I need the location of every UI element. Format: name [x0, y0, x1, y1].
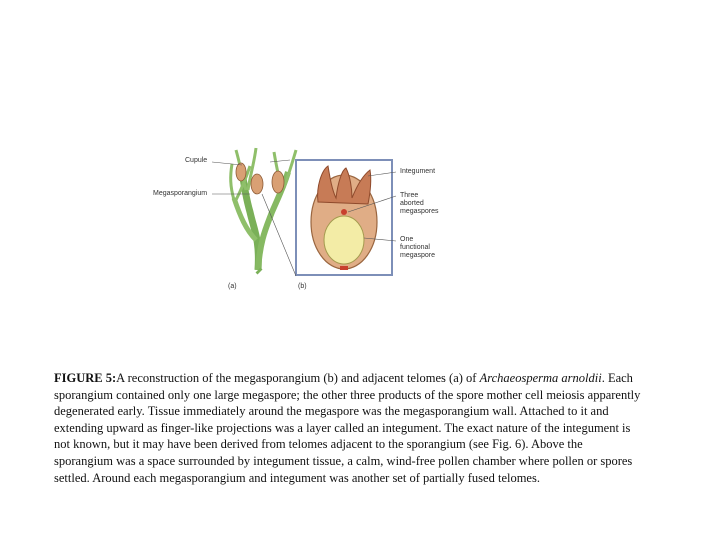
label-panel-b: (b)	[298, 283, 307, 291]
archaeosperma-reconstruction	[150, 120, 570, 300]
sporangium-a2	[251, 174, 263, 194]
label-functional-megaspore: One functional megaspore	[400, 236, 435, 260]
functional-megaspore	[324, 216, 364, 264]
caption-genus: Archaeosperma	[480, 371, 559, 385]
aborted-megaspores	[341, 209, 347, 215]
caption-figure-label: FIGURE 5:	[54, 371, 116, 385]
caption-species: arnoldii	[561, 371, 601, 385]
figure-caption: FIGURE 5:A reconstruction of the megaspo…	[54, 370, 644, 486]
label-cupule: Cupule	[185, 157, 207, 165]
caption-text-part1: A reconstruction of the megasporangium (…	[116, 371, 479, 385]
sporangium-a3	[272, 171, 284, 193]
megasporangium-panel	[296, 160, 392, 275]
label-integument: Integument	[400, 168, 435, 176]
label-megasporangium: Megasporangium	[153, 190, 207, 198]
label-aborted-megaspores: Three aborted megaspores	[400, 192, 439, 216]
telome-branch-system	[231, 148, 296, 272]
figure-illustration: Cupule Megasporangium Integument Three a…	[150, 120, 570, 300]
caption-text-part2: . Each sporangium contained only one lar…	[54, 371, 640, 485]
sporangium-a1	[236, 163, 246, 181]
label-panel-a: (a)	[228, 283, 237, 291]
